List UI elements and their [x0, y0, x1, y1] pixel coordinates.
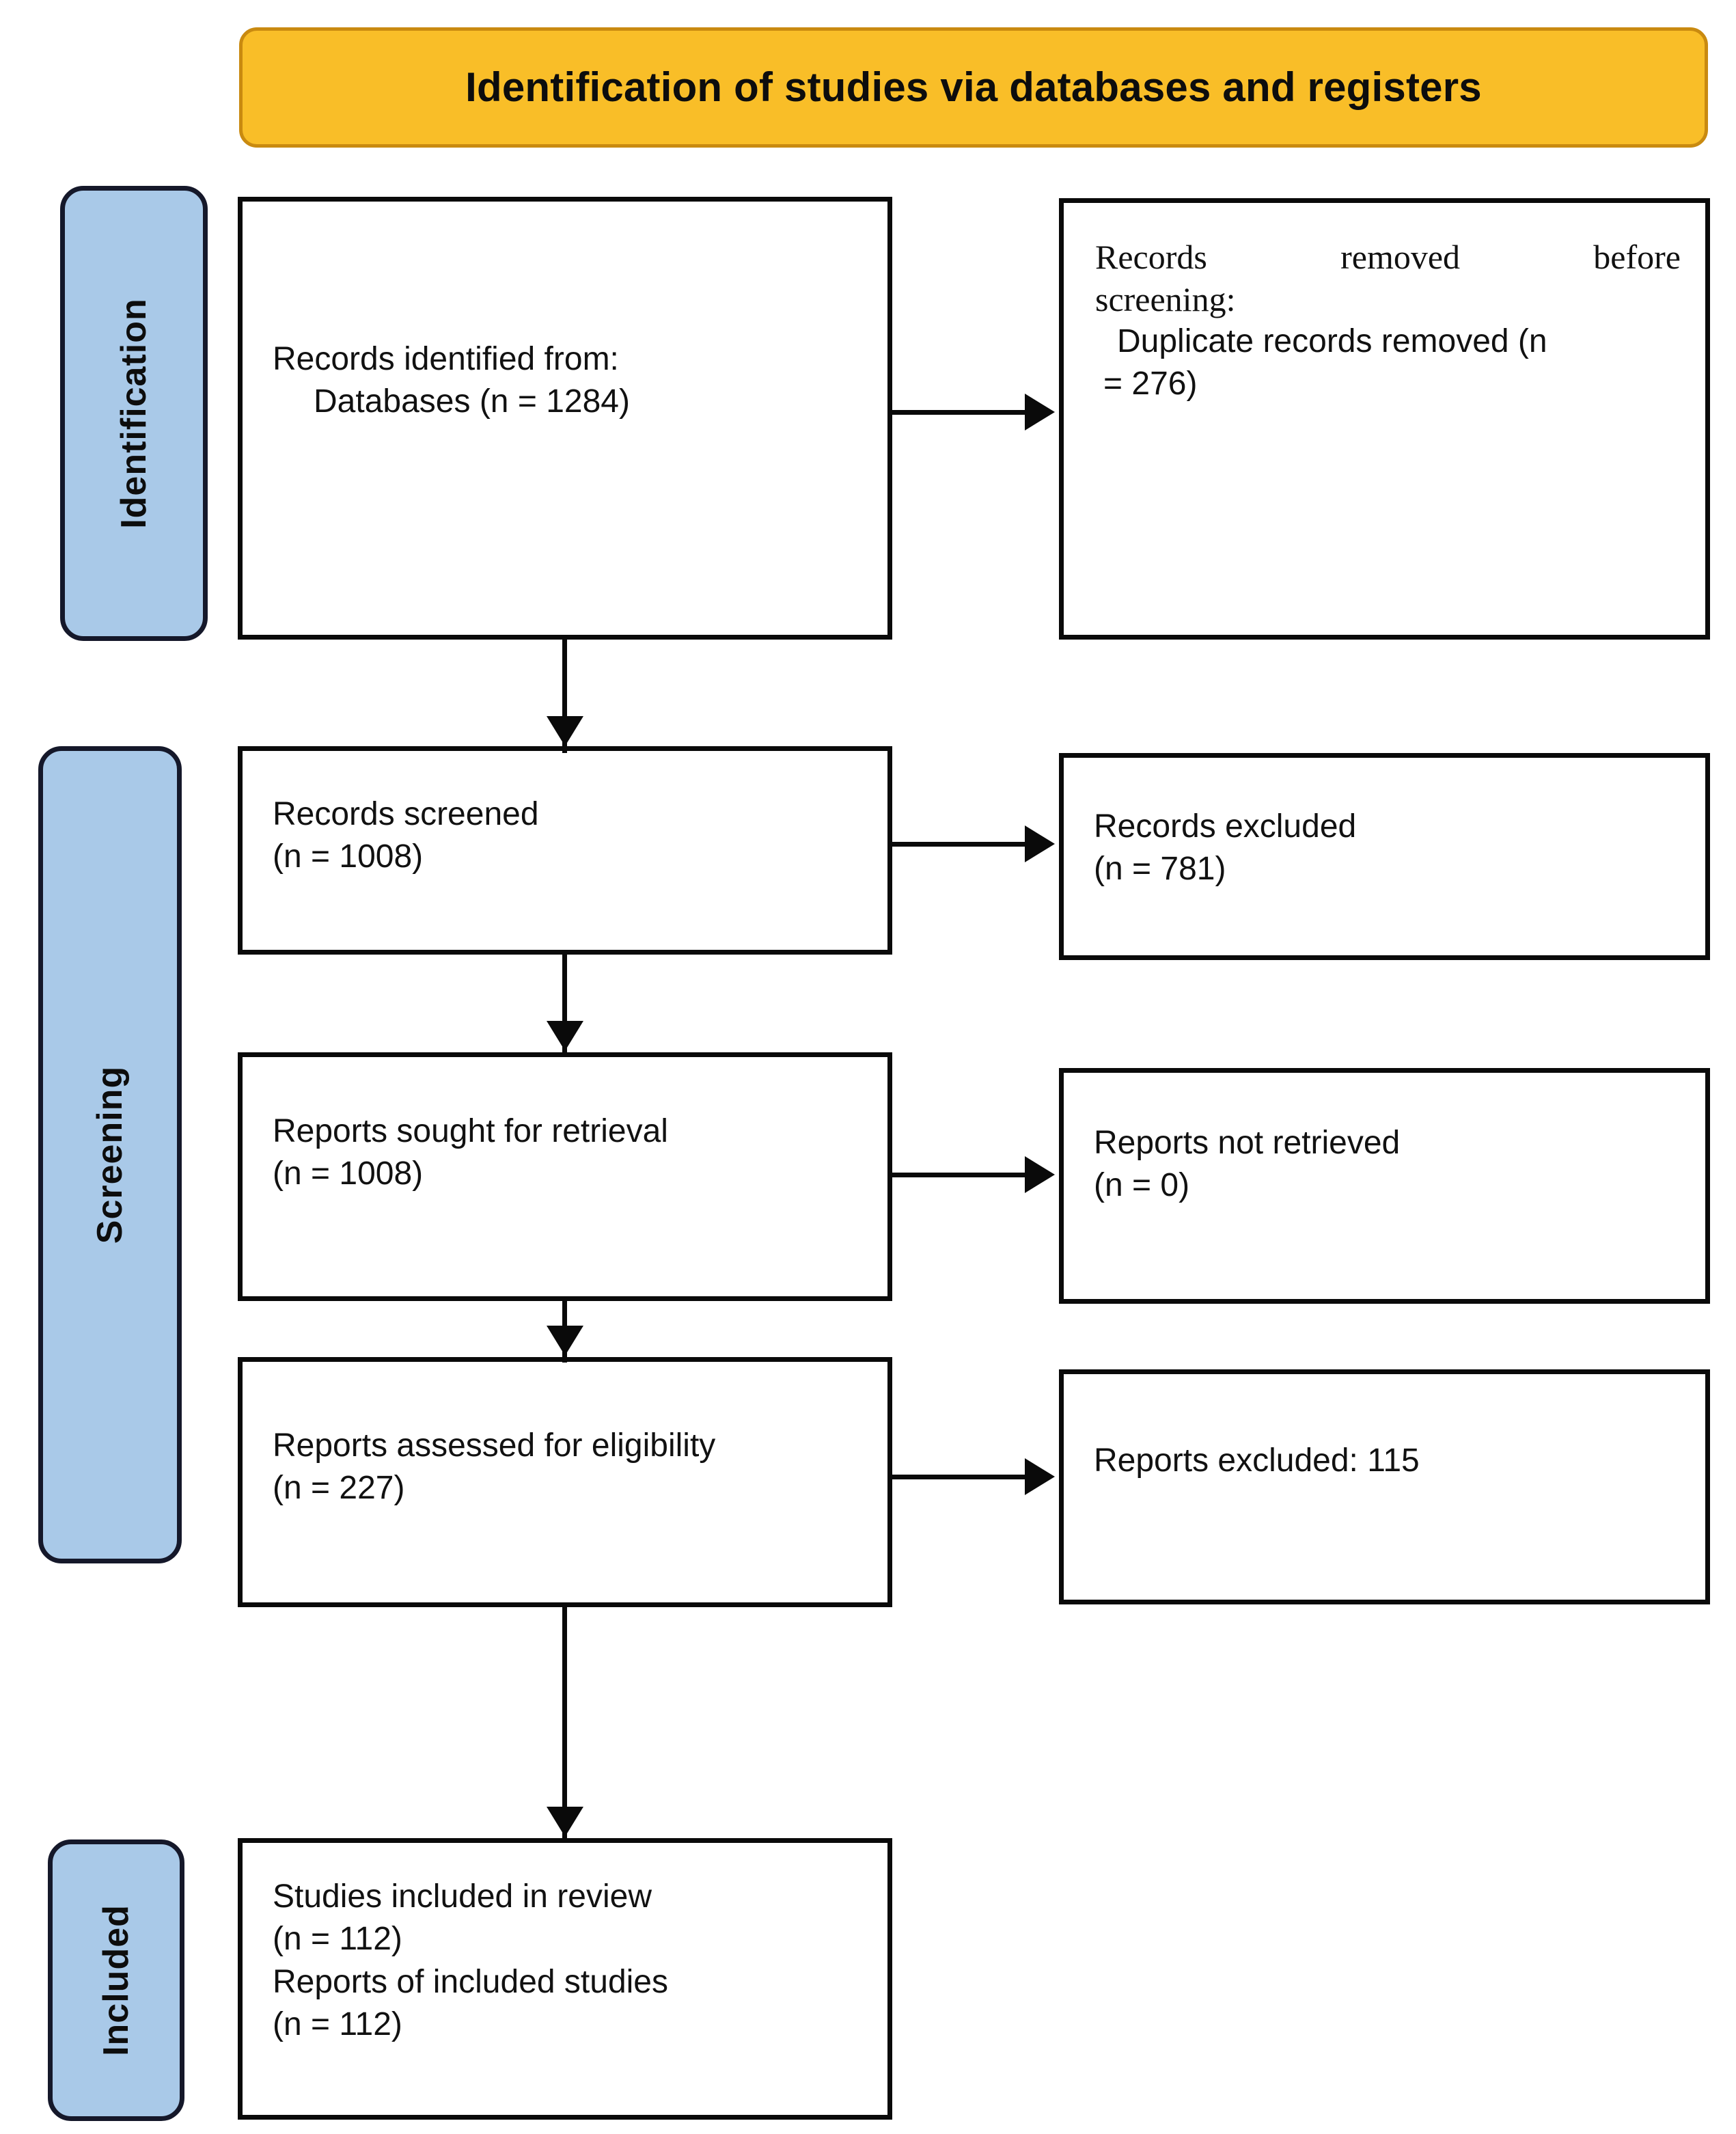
- arrowhead-down-to-included: [547, 1807, 583, 1837]
- arrowhead-right-to-excluded: [1025, 825, 1055, 862]
- box-studies-included-line3: Reports of included studies: [273, 1963, 668, 2000]
- box-reports-excluded: Reports excluded: 115: [1059, 1369, 1710, 1604]
- arrowhead-down-to-screened: [547, 716, 583, 746]
- box-reports-not-retrieved-line2: (n = 0): [1094, 1167, 1190, 1204]
- box-records-identified: Records identified from: Databases (n = …: [238, 197, 892, 640]
- banner-title: Identification of studies via databases …: [465, 64, 1482, 110]
- box-studies-included-line2: (n = 112): [273, 1921, 402, 1958]
- box-records-identified-line1: Records identified from:: [273, 341, 619, 377]
- box-records-screened: Records screened (n = 1008): [238, 746, 892, 955]
- box-reports-sought: Reports sought for retrieval (n = 1008): [238, 1052, 892, 1301]
- box-records-removed-line1: Records removed before: [1095, 238, 1681, 276]
- box-records-removed: Records removed before screening: Duplic…: [1059, 198, 1710, 640]
- arrowhead-right-to-not-retrieved: [1025, 1156, 1055, 1193]
- arrowhead-right-to-reports-excluded: [1025, 1458, 1055, 1495]
- box-reports-assessed: Reports assessed for eligibility (n = 22…: [238, 1357, 892, 1607]
- connector-identified-to-screened: [562, 640, 567, 753]
- box-records-screened-line1: Records screened: [273, 796, 539, 832]
- stage-tab-screening: Screening: [38, 746, 182, 1563]
- box-records-identified-line2: Databases (n = 1284): [314, 383, 630, 420]
- connector-assessed-to-reports-excluded: [892, 1475, 1036, 1479]
- box-reports-sought-line2: (n = 1008): [273, 1155, 424, 1192]
- box-reports-not-retrieved: Reports not retrieved (n = 0): [1059, 1068, 1710, 1304]
- connector-screened-to-sought: [562, 955, 567, 1057]
- stage-tab-screening-label: Screening: [90, 1065, 130, 1244]
- arrowhead-down-to-sought: [547, 1021, 583, 1051]
- stage-tab-included-label: Included: [96, 1904, 137, 2056]
- box-records-removed-line2: screening:: [1095, 280, 1236, 318]
- box-records-excluded-line2: (n = 781): [1094, 851, 1226, 888]
- box-records-removed-line3: Duplicate records removed (n: [1117, 323, 1547, 359]
- box-studies-included: Studies included in review (n = 112) Rep…: [238, 1838, 892, 2120]
- stage-tab-identification-label: Identification: [114, 298, 154, 529]
- connector-identified-to-removed: [892, 410, 1036, 415]
- connector-screened-to-excluded: [892, 842, 1036, 847]
- stage-tab-identification: Identification: [60, 186, 208, 641]
- diagram-header-banner: Identification of studies via databases …: [239, 27, 1708, 148]
- box-studies-included-line1: Studies included in review: [273, 1878, 652, 1915]
- stage-tab-included: Included: [48, 1839, 184, 2121]
- box-reports-sought-line1: Reports sought for retrieval: [273, 1113, 668, 1149]
- box-reports-assessed-line1: Reports assessed for eligibility: [273, 1427, 716, 1464]
- arrowhead-down-to-assessed: [547, 1326, 583, 1356]
- box-reports-assessed-line2: (n = 227): [273, 1470, 405, 1507]
- connector-assessed-to-included: [562, 1607, 567, 1843]
- box-studies-included-line4: (n = 112): [273, 2006, 402, 2043]
- box-reports-excluded-line1: Reports excluded: 115: [1094, 1442, 1420, 1479]
- box-records-screened-line2: (n = 1008): [273, 838, 424, 875]
- box-records-excluded: Records excluded (n = 781): [1059, 753, 1710, 960]
- arrowhead-right-to-removed: [1025, 394, 1055, 430]
- box-records-removed-line4: = 276): [1103, 366, 1198, 402]
- box-records-excluded-line1: Records excluded: [1094, 808, 1357, 845]
- box-reports-not-retrieved-line1: Reports not retrieved: [1094, 1125, 1401, 1161]
- connector-sought-to-not-retrieved: [892, 1173, 1036, 1177]
